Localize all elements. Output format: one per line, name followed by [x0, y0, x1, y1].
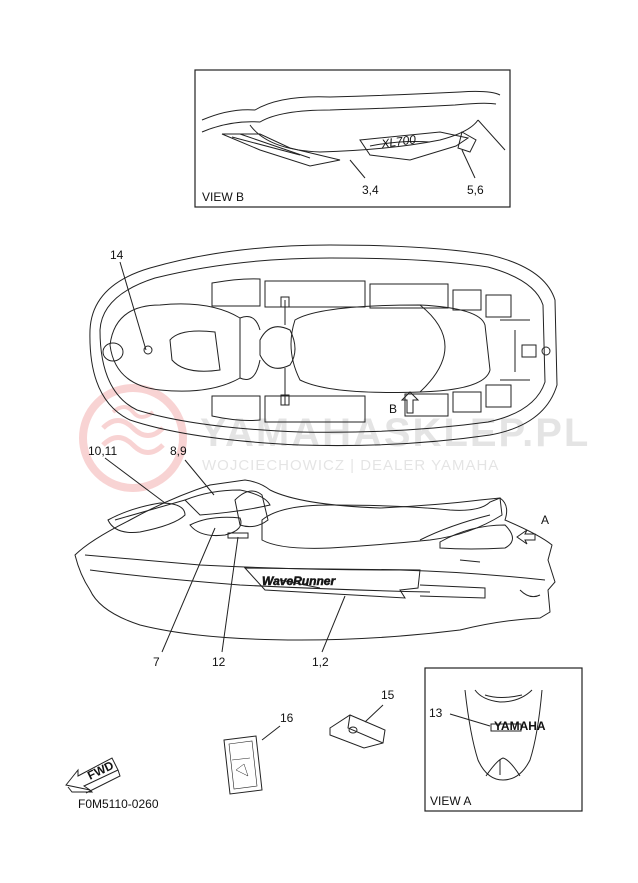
view-b-inset: XL700 — [194, 69, 511, 208]
top-view-craft — [89, 244, 558, 447]
view-a-inset — [424, 667, 583, 812]
callout-15: 15 — [381, 688, 395, 702]
part-16-decal-sheet — [223, 725, 281, 795]
callout-7: 7 — [153, 655, 160, 669]
callout-14: 14 — [110, 248, 124, 262]
view-a-label: VIEW A — [430, 794, 471, 808]
part-15-sticker — [329, 704, 386, 749]
yamaha-decal-text: YAMAHA — [494, 719, 546, 733]
view-b-label: VIEW B — [202, 190, 244, 204]
fwd-label: FWD — [85, 758, 116, 783]
watermark-line1: YAMAHASKLEP.PL — [200, 411, 590, 455]
watermark: YAMAHASKLEP.PL WOJCIECHOWICZ | DEALER YA… — [79, 384, 590, 492]
figure-code: F0M5110-0260 — [78, 797, 159, 811]
watermark-line2: WOJCIECHOWICZ | DEALER YAMAHA — [202, 457, 499, 474]
svg-text:XL700: XL700 — [379, 132, 417, 151]
view-a-arrow-label: A — [541, 513, 549, 527]
callout-1-2: 1,2 — [312, 655, 329, 669]
callout-3-4: 3,4 — [362, 183, 379, 197]
watermark-logo-icon — [79, 384, 187, 492]
callout-5-6: 5,6 — [467, 183, 484, 197]
callout-10-11: 10,11 — [88, 444, 117, 458]
callout-8-9: 8,9 — [170, 444, 187, 458]
hull-decal-text: WaveRunner — [262, 574, 336, 588]
callout-12: 12 — [212, 655, 226, 669]
side-view-craft — [74, 457, 556, 653]
callout-13: 13 — [429, 706, 443, 720]
view-b-arrow-label: B — [389, 402, 397, 416]
fwd-arrow-icon — [65, 757, 121, 794]
callout-16: 16 — [280, 711, 294, 725]
